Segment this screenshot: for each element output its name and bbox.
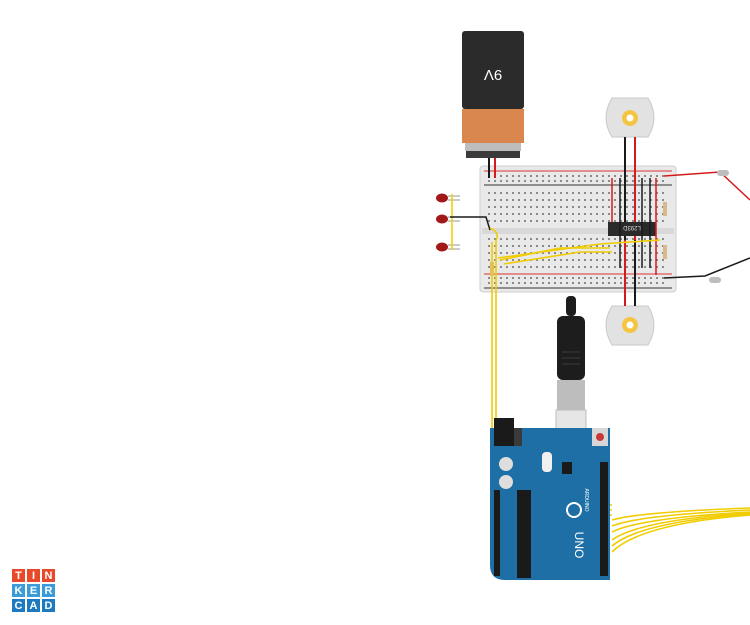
- sensor-top-right[interactable]: [717, 170, 729, 176]
- battery-label: 9V: [484, 66, 502, 83]
- led-2[interactable]: [436, 214, 460, 224]
- breadboard-holes: [488, 175, 664, 284]
- motor-driver-ic[interactable]: L293D: [608, 222, 656, 236]
- resistor-right-2[interactable]: [663, 245, 667, 259]
- usb-cable[interactable]: [555, 296, 587, 449]
- led-1[interactable]: [436, 193, 460, 203]
- sensor-bottom-right[interactable]: [709, 277, 721, 283]
- battery-9v[interactable]: 9V: [462, 31, 524, 158]
- arduino-uno-board[interactable]: ARDUINO UNO: [490, 418, 610, 580]
- logo-letter: C: [12, 599, 25, 612]
- arduino-brand: ARDUINO: [583, 488, 589, 511]
- logo-letter: D: [42, 599, 55, 612]
- logo-letter: E: [27, 584, 40, 597]
- logo-letter: A: [27, 599, 40, 612]
- dc-motor-top[interactable]: [605, 97, 655, 138]
- logo-letter: K: [12, 584, 25, 597]
- logo-letter: N: [42, 569, 55, 582]
- led-3[interactable]: [436, 242, 460, 252]
- resistor-right-1[interactable]: [663, 202, 667, 216]
- arduino-model: UNO: [572, 532, 586, 559]
- logo-letter: R: [42, 584, 55, 597]
- ic-label: L293D: [622, 224, 640, 230]
- logo-letter: T: [12, 569, 25, 582]
- logo-letter: I: [27, 569, 40, 582]
- dc-motor-bottom[interactable]: [605, 305, 655, 346]
